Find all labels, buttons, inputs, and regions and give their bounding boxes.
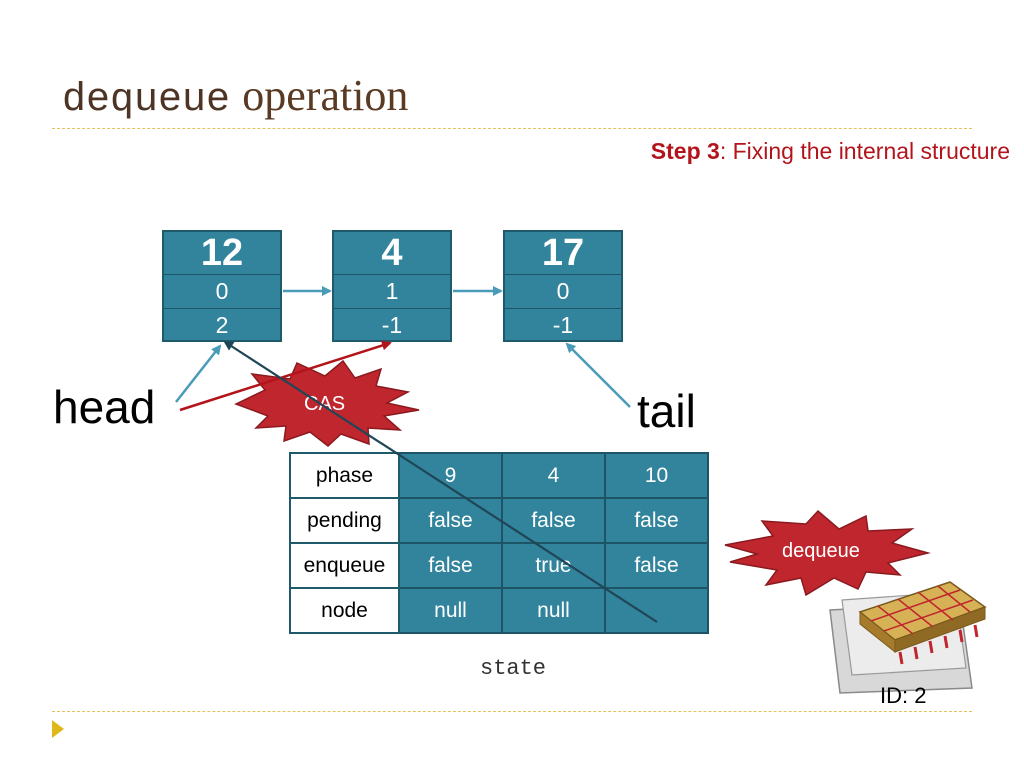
table-cell: null xyxy=(501,587,606,634)
processor-chip-icon xyxy=(829,581,987,694)
table-row: enqueue false true false xyxy=(289,542,709,589)
node-field: 1 xyxy=(334,275,450,309)
table-cell: true xyxy=(501,542,606,589)
row-header: pending xyxy=(289,497,400,544)
table-cell: 9 xyxy=(398,452,503,499)
table-cell: 10 xyxy=(604,452,709,499)
thread-id-label: ID: 2 xyxy=(880,683,927,708)
cas-burst-icon xyxy=(234,359,420,447)
node-field: 2 xyxy=(215,312,229,338)
title-code: dequeue xyxy=(62,78,231,123)
row-header: phase xyxy=(289,452,400,499)
head-pointer-arrow xyxy=(175,344,222,403)
step-text: : Fixing the internal structure xyxy=(719,138,1010,164)
node-field: 0 xyxy=(505,275,621,309)
list-node: 12 0 2 xyxy=(162,230,282,342)
table-cell xyxy=(604,587,709,634)
title-word: operation xyxy=(242,71,409,120)
list-node: 4 1 -1 xyxy=(332,230,452,342)
tail-label: tail xyxy=(637,385,696,437)
cas-label: CAS xyxy=(304,393,346,415)
tail-pointer-arrow xyxy=(565,342,631,408)
head-label: head xyxy=(53,381,156,433)
state-node-pointer-arrow xyxy=(223,340,658,623)
table-cell: false xyxy=(398,542,503,589)
node-field: -1 xyxy=(381,312,403,338)
bullet-triangle-icon xyxy=(52,720,64,738)
slide-title: dequeue operation xyxy=(62,70,408,123)
dequeue-label: dequeue xyxy=(782,540,860,562)
top-divider xyxy=(52,128,972,129)
list-node: 17 0 -1 xyxy=(503,230,623,342)
table-row: node null null xyxy=(289,587,709,634)
table-cell: null xyxy=(398,587,503,634)
bottom-divider xyxy=(52,711,972,712)
row-header: node xyxy=(289,587,400,634)
node-value: 17 xyxy=(505,232,621,275)
node-field: 0 xyxy=(164,275,280,309)
table-row: phase 9 4 10 xyxy=(289,452,709,499)
table-cell: false xyxy=(604,542,709,589)
cas-new-head-arrow xyxy=(179,340,392,412)
node-value: 4 xyxy=(334,232,450,275)
state-table: phase 9 4 10 pending false false false e… xyxy=(289,452,709,634)
row-header: enqueue xyxy=(289,542,400,589)
table-row: pending false false false xyxy=(289,497,709,544)
table-cell: false xyxy=(501,497,606,544)
step-label: Step 3 xyxy=(650,138,720,164)
node-value: 12 xyxy=(164,232,280,275)
dequeue-burst-icon xyxy=(724,509,931,597)
node-field: -1 xyxy=(552,312,574,338)
state-label: state xyxy=(480,656,547,681)
step-caption: Step 3: Fixing the internal structure xyxy=(651,138,1010,165)
table-cell: false xyxy=(604,497,709,544)
table-cell: 4 xyxy=(501,452,606,499)
